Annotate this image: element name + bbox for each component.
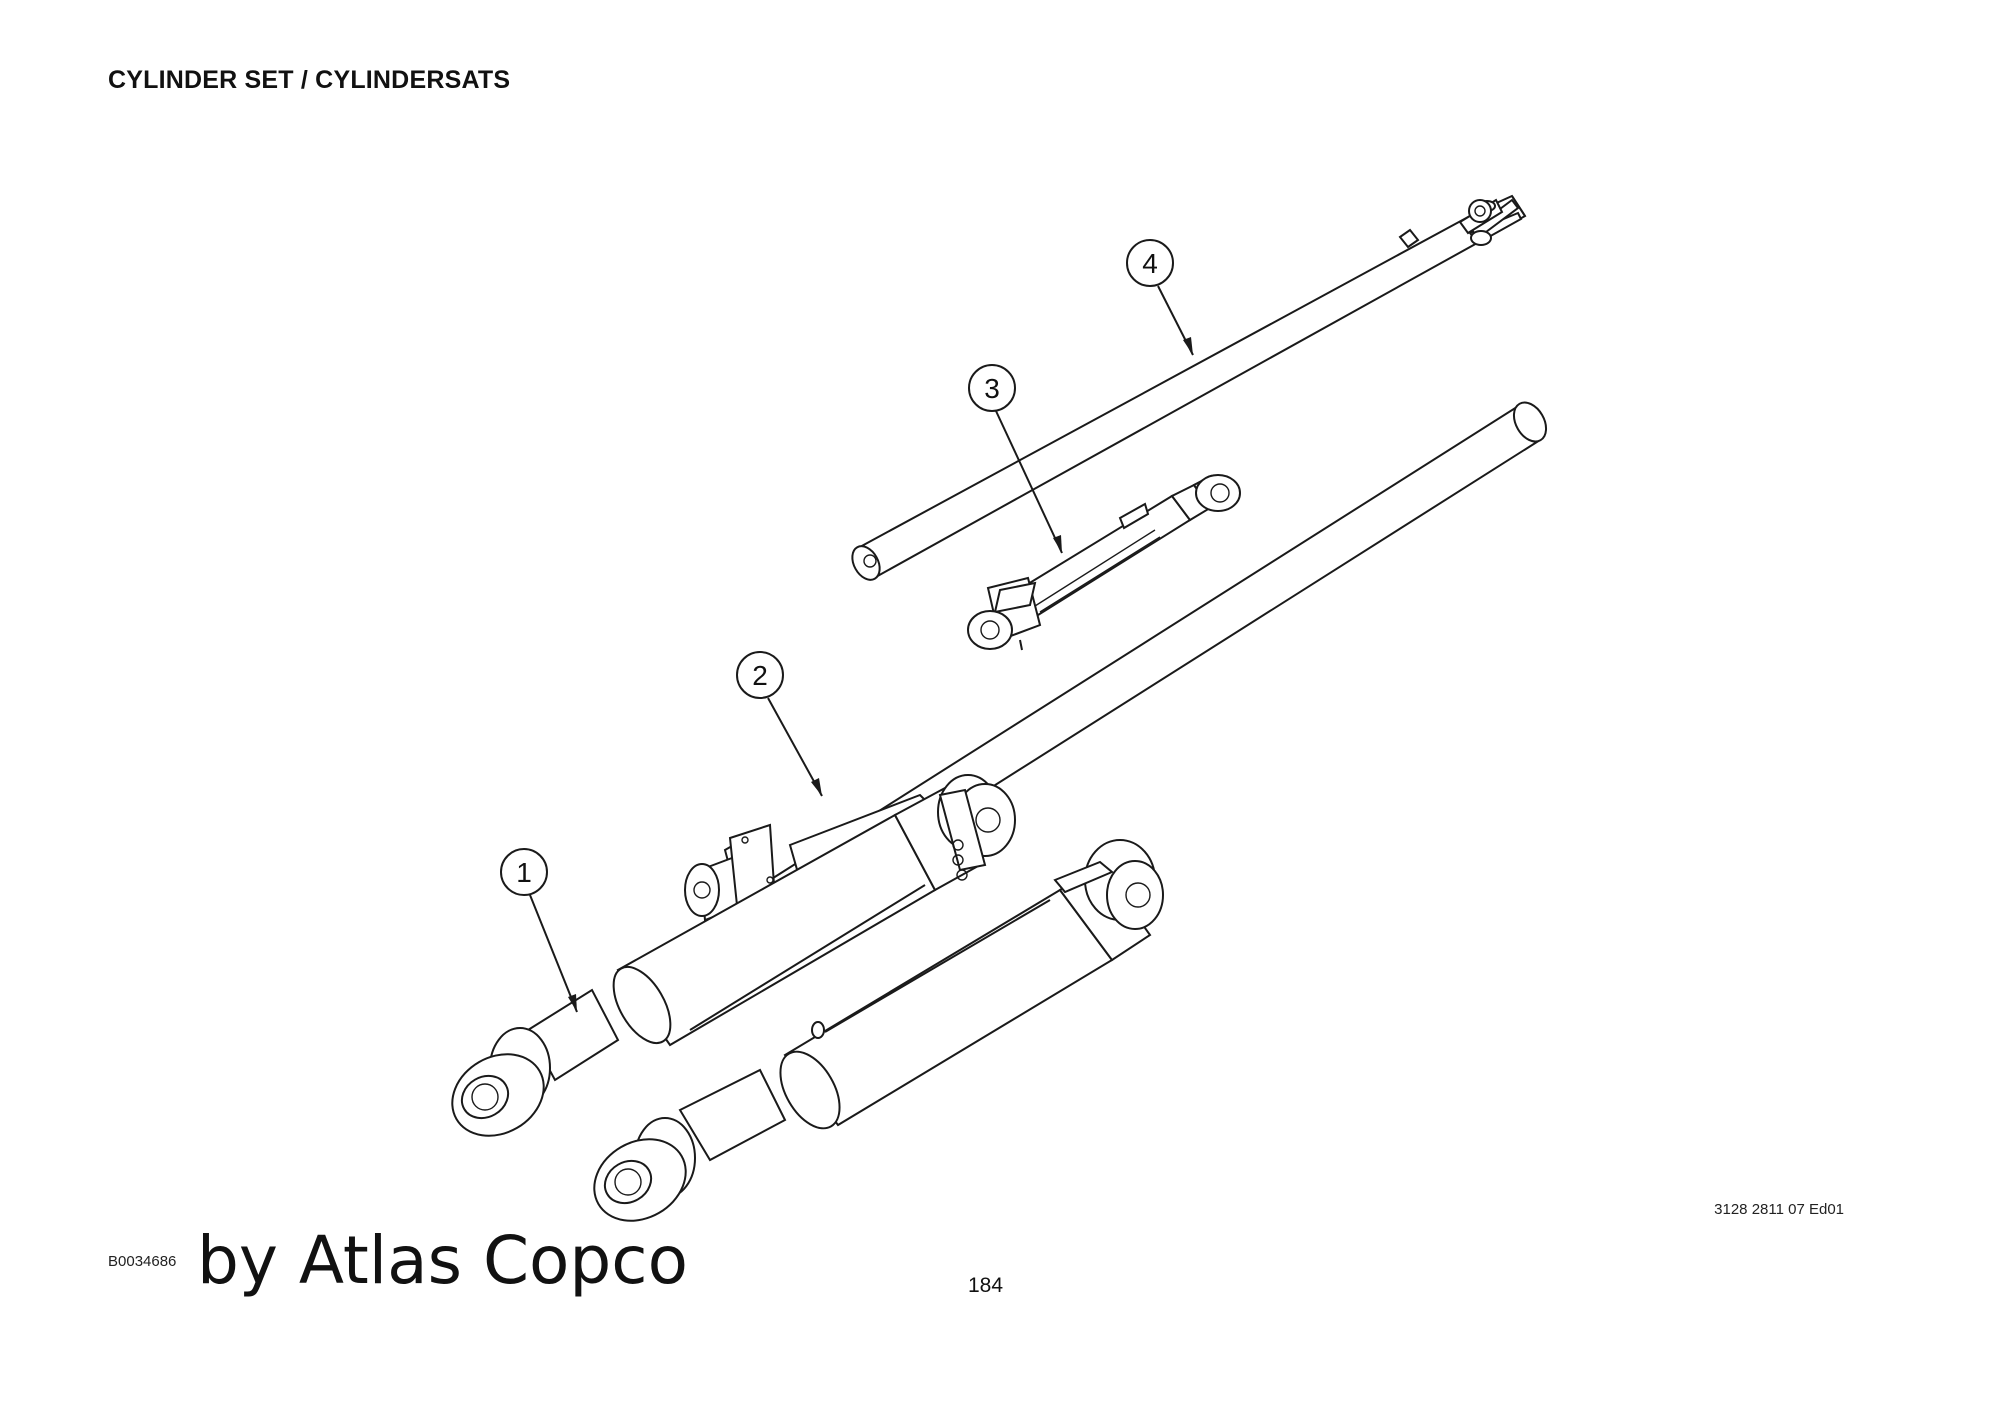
callout-1: 1 bbox=[500, 848, 578, 1013]
page-number: 184 bbox=[968, 1274, 1004, 1297]
callout-4: 4 bbox=[1126, 239, 1194, 356]
cylinder-item-4 bbox=[851, 194, 1527, 581]
callout-2: 2 bbox=[736, 651, 823, 797]
callout-3: 3 bbox=[968, 364, 1063, 554]
cylinder-item-1-upper bbox=[451, 774, 1016, 1137]
callout-3-label: 3 bbox=[984, 373, 1000, 404]
callout-4-label: 4 bbox=[1142, 248, 1158, 279]
callout-2-label: 2 bbox=[752, 660, 768, 691]
watermark-text: by Atlas Copco bbox=[197, 1222, 688, 1299]
cylinder-item-3 bbox=[967, 474, 1241, 651]
cylinder-item-1-lower bbox=[593, 839, 1164, 1222]
callout-1-label: 1 bbox=[516, 857, 532, 888]
document-reference: 3128 2811 07 Ed01 bbox=[1714, 1201, 1844, 1218]
figure-code: B0034686 bbox=[108, 1253, 177, 1270]
page-title: CYLINDER SET / CYLINDERSATS bbox=[108, 66, 511, 94]
